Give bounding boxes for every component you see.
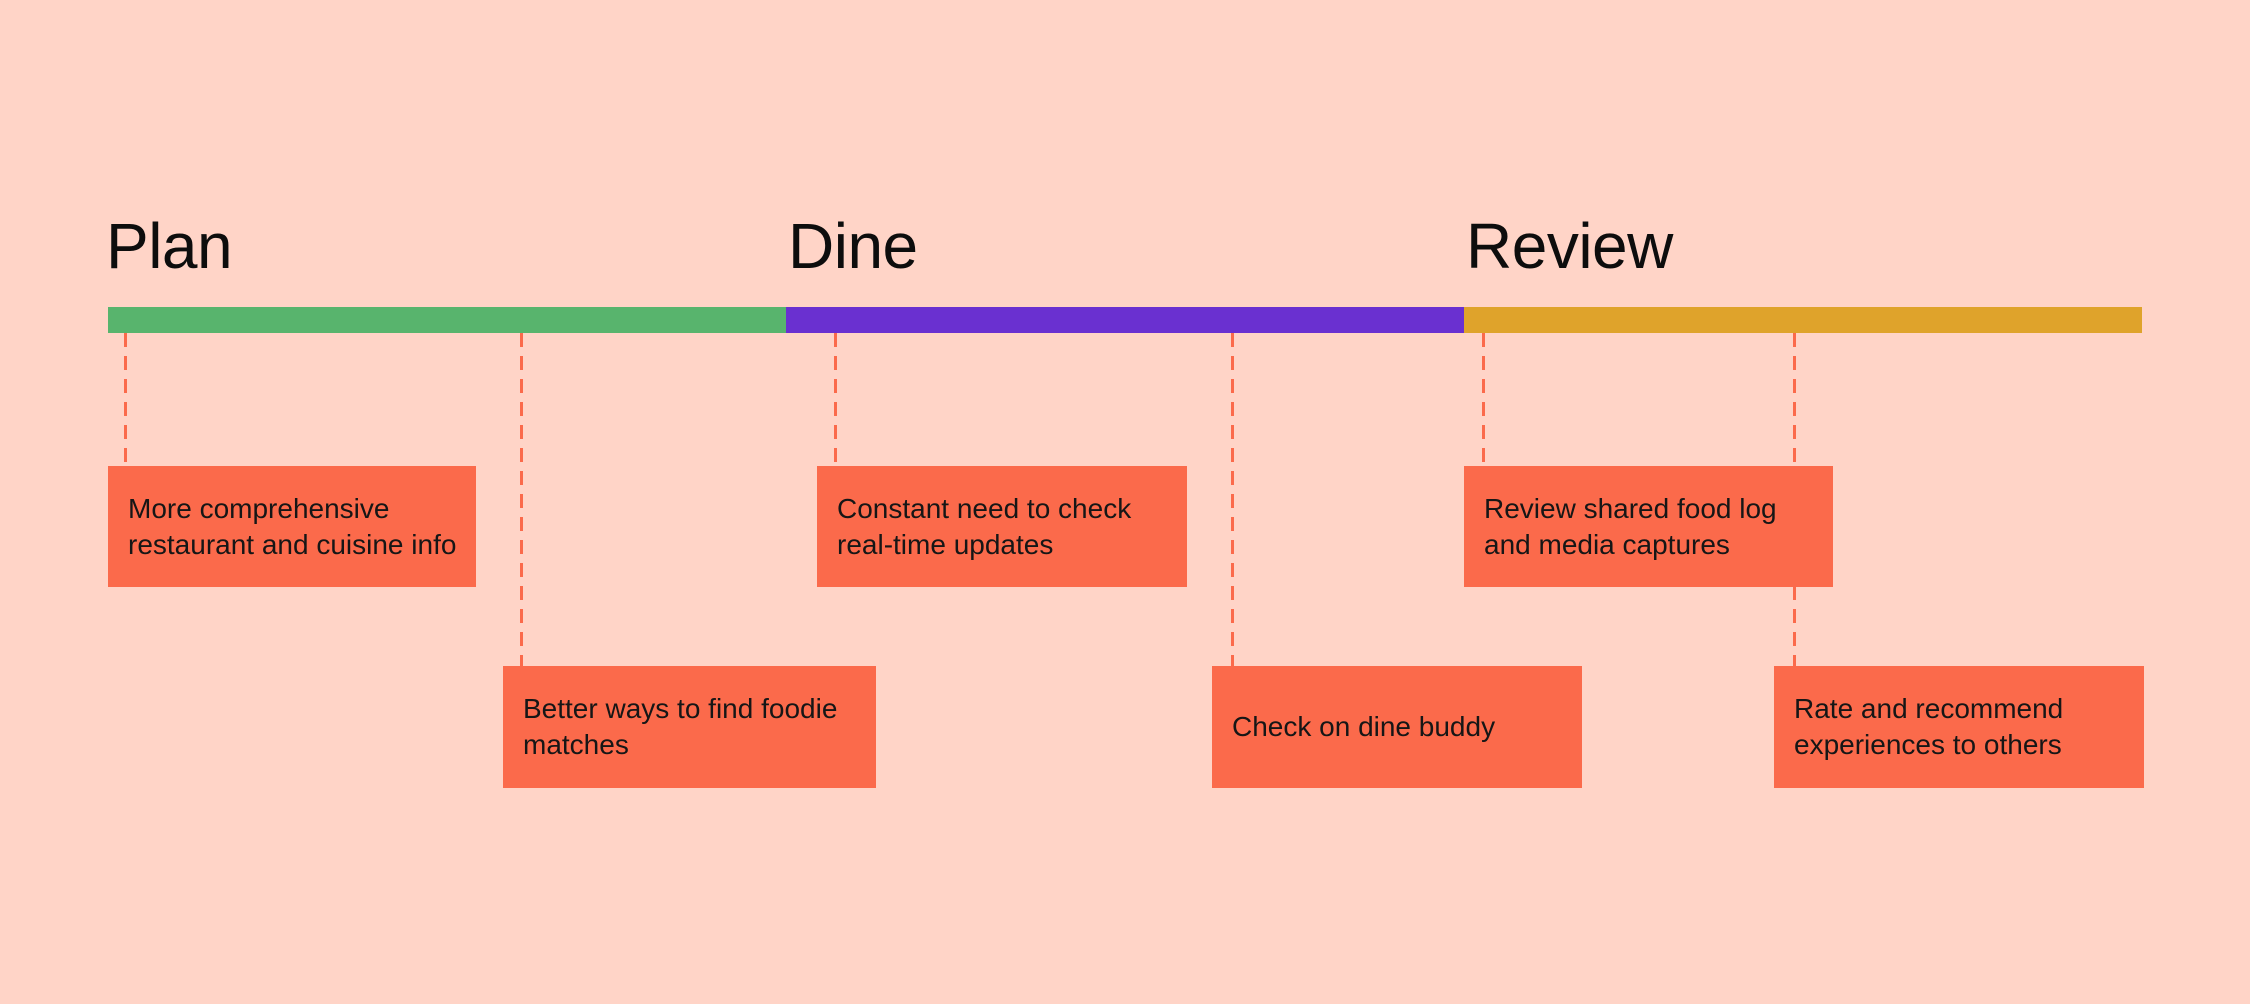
- connector-line-plan-2: [520, 333, 523, 666]
- connector-line-review-1: [1482, 333, 1485, 466]
- timeline-bar: [108, 307, 2142, 333]
- phase-heading-plan: Plan: [106, 210, 233, 282]
- timeline-segment-review: [1464, 307, 2142, 333]
- note-card: More comprehensive restaurant and cuisin…: [108, 466, 476, 587]
- note-card: Constant need to check real-time updates: [817, 466, 1187, 587]
- note-card: Better ways to find foodie matches: [503, 666, 876, 788]
- timeline-segment-dine: [786, 307, 1464, 333]
- timeline-segment-plan: [108, 307, 786, 333]
- connector-line-dine-1: [834, 333, 837, 466]
- phase-heading-dine: Dine: [788, 210, 918, 282]
- note-text: Check on dine buddy: [1232, 711, 1496, 742]
- note-card: Check on dine buddy: [1212, 666, 1582, 788]
- note-text: Review shared food log and media capture…: [1484, 492, 1777, 560]
- note-text: Better ways to find foodie matches: [523, 693, 838, 760]
- note-text: Rate and recommend experiences to others: [1794, 693, 2064, 760]
- note-text: More comprehensive restaurant and cuisin…: [128, 492, 457, 560]
- note-card: Review shared food log and media capture…: [1464, 466, 1833, 587]
- phase-heading-review: Review: [1466, 210, 1673, 282]
- note-card: Rate and recommend experiences to others: [1774, 666, 2144, 788]
- note-text: Constant need to check real-time updates: [837, 492, 1132, 560]
- connector-line-dine-2: [1231, 333, 1234, 666]
- connector-line-plan-1: [124, 333, 127, 466]
